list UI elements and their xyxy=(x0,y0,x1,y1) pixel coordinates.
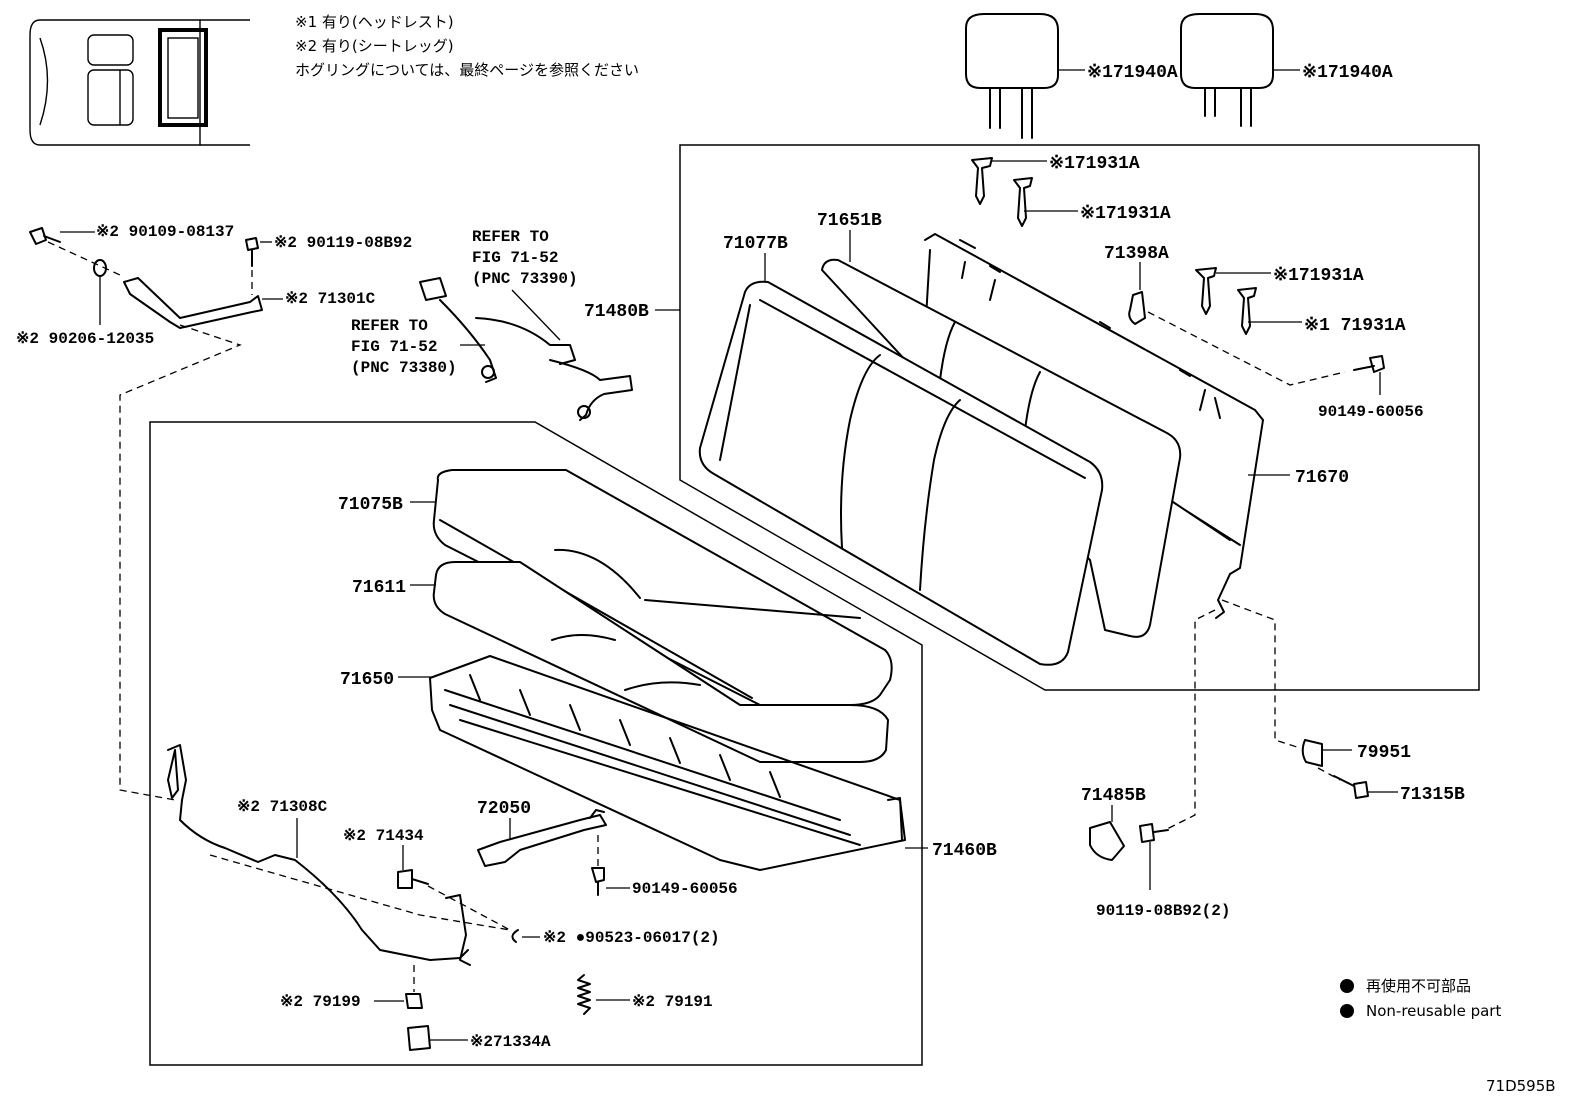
label-guide-1[interactable]: ※171931A xyxy=(1049,154,1140,174)
label-bolt-90119-top[interactable]: ※2 90119-08B92 xyxy=(274,234,412,252)
label-washer-90206[interactable]: ※2 90206-12035 xyxy=(16,330,154,348)
cover-71485b-icon xyxy=(1089,821,1125,861)
label-screw-top[interactable]: 90149-60056 xyxy=(1318,403,1424,421)
label-ring-90523[interactable]: ※2 ●90523-06017(2) xyxy=(543,929,720,947)
label-refer-73390-3[interactable]: (PNC 73390) xyxy=(472,270,578,288)
cushion-cover-icon xyxy=(432,469,893,706)
label-lever-72050[interactable]: 72050 xyxy=(477,799,531,819)
bolt-71315b-icon xyxy=(1333,775,1369,799)
label-bolt-71315b[interactable]: 71315B xyxy=(1400,785,1465,805)
label-bolt-90119-bottom[interactable]: 90119-08B92(2) xyxy=(1096,902,1230,920)
label-guide-4[interactable]: ※1 71931A xyxy=(1304,316,1406,336)
label-headrest-right[interactable]: ※171940A xyxy=(1302,63,1393,83)
label-pad-71651b[interactable]: 71651B xyxy=(817,211,882,231)
headrest-guide-icon xyxy=(971,157,1257,335)
label-cover-71485b[interactable]: 71485B xyxy=(1081,786,1146,806)
label-refer-73380-1[interactable]: REFER TO xyxy=(351,317,428,335)
note-headrest: ※1 有り(ヘッドレスト) xyxy=(295,13,454,31)
label-frame-71670[interactable]: 71670 xyxy=(1295,468,1349,488)
seatback-assembly-box xyxy=(679,144,1480,691)
label-refer-73380-3[interactable]: (PNC 73380) xyxy=(351,359,457,377)
seat-leg-71308c-icon xyxy=(167,744,471,966)
headrest-left-icon xyxy=(965,13,1059,139)
label-guide-2[interactable]: ※171931A xyxy=(1080,204,1171,224)
label-cover-71077b[interactable]: 71077B xyxy=(723,234,788,254)
label-hook-71398a[interactable]: 71398A xyxy=(1104,244,1169,264)
label-bolt-90109[interactable]: ※2 90109-08137 xyxy=(96,223,234,241)
label-pin-71434[interactable]: ※2 71434 xyxy=(343,827,424,845)
note-hog-ring: ホグリングについては、最終ページを参照ください xyxy=(295,61,639,79)
label-refer-73390-1[interactable]: REFER TO xyxy=(472,228,549,246)
screw-bottom-icon xyxy=(591,867,605,896)
bolt-90109-icon xyxy=(29,227,61,245)
label-cushion-cover[interactable]: 71075B xyxy=(338,495,403,515)
label-assy-71460b[interactable]: 71460B xyxy=(932,841,997,861)
lever-72050-icon xyxy=(477,809,607,867)
seat-belt-buckle-icon xyxy=(419,277,633,421)
vehicle-locator-icon xyxy=(29,19,250,146)
cushion-spring-icon xyxy=(429,655,906,871)
label-guide-3[interactable]: ※171931A xyxy=(1273,266,1364,286)
label-stopper-71334a[interactable]: ※271334A xyxy=(470,1033,551,1051)
label-spring-71650[interactable]: 71650 xyxy=(340,670,394,690)
cushion-assembly-box xyxy=(149,421,923,1066)
bolt-90119-bottom-icon xyxy=(1139,823,1169,843)
legend-jp: 再使用不可部品 xyxy=(1366,977,1471,995)
label-spring-79191[interactable]: ※2 79191 xyxy=(632,993,713,1011)
hook-71398a-icon xyxy=(1128,291,1146,325)
label-cushion-pad[interactable]: 71611 xyxy=(352,578,406,598)
bracket-71301c-icon xyxy=(123,277,263,329)
label-leg-71308c[interactable]: ※2 71308C xyxy=(237,798,328,816)
screw-top-icon xyxy=(1353,355,1385,373)
label-refer-73380-2[interactable]: FIG 71-52 xyxy=(351,338,437,356)
headrest-right-icon xyxy=(1180,13,1274,127)
legend-en: Non-reusable part xyxy=(1366,1002,1501,1020)
label-bushing-79199[interactable]: ※2 79199 xyxy=(280,993,361,1011)
striker-79951-icon xyxy=(1301,739,1323,767)
pin-71434-icon xyxy=(397,869,429,889)
label-assy-71480b[interactable]: 71480B xyxy=(584,302,649,322)
retaining-ring-icon xyxy=(511,929,519,943)
label-headrest-left[interactable]: ※171940A xyxy=(1087,63,1178,83)
figure-code: 71D595B xyxy=(1486,1077,1556,1095)
label-striker-79951[interactable]: 79951 xyxy=(1357,743,1411,763)
note-seat-leg: ※2 有り(シートレッグ) xyxy=(295,37,454,55)
label-refer-73390-2[interactable]: FIG 71-52 xyxy=(472,249,558,267)
spring-79191-icon xyxy=(577,974,591,1015)
label-bracket-71301c[interactable]: ※2 71301C xyxy=(285,290,376,308)
bushing-79199-icon xyxy=(405,993,423,1009)
non-reusable-marker-icon xyxy=(1340,979,1354,993)
bolt-90119-top-icon xyxy=(245,237,259,267)
label-screw-bottom[interactable]: 90149-60056 xyxy=(632,880,738,898)
cushion-pad-icon xyxy=(432,561,889,763)
stopper-71334a-icon xyxy=(407,1025,431,1051)
non-reusable-marker-icon xyxy=(1340,1004,1354,1018)
seatback-cover-icon xyxy=(698,280,1104,666)
